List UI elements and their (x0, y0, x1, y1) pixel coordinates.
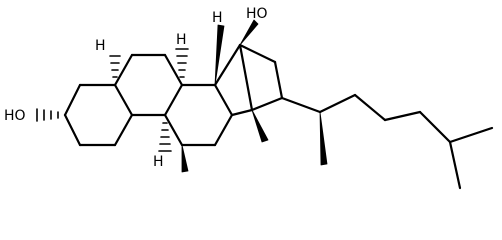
hash-bonds (36, 48, 189, 152)
ring-d (213, 43, 284, 117)
bond (213, 83, 234, 117)
bond (383, 110, 422, 122)
wedge-bonds (181, 19, 328, 173)
bond (113, 113, 134, 147)
hash-bond (36, 108, 59, 122)
hydrogen-label: H (95, 38, 106, 54)
bond (230, 108, 254, 117)
ring-b (113, 53, 184, 117)
bond (280, 96, 322, 114)
bond (163, 53, 184, 87)
hydrogen-label: H (212, 10, 223, 26)
bond (318, 93, 357, 114)
bond (448, 140, 462, 190)
molecule-drawing: HO HO H H H H (4, 6, 494, 190)
bond (418, 110, 452, 144)
bond (163, 83, 184, 117)
hash-bond (109, 55, 121, 78)
wedge-bond (251, 109, 269, 143)
bond (238, 43, 254, 112)
wedge-bond (319, 111, 328, 166)
wedge-bond (239, 19, 259, 46)
bond (448, 126, 494, 144)
hash-bond (175, 48, 189, 78)
bond (63, 113, 82, 147)
bond (113, 83, 134, 117)
bond (163, 113, 184, 147)
bond (63, 83, 82, 117)
hydroxyl-label: HO (246, 6, 268, 22)
ring-c (163, 83, 234, 147)
bond (113, 53, 134, 87)
bond (238, 43, 277, 64)
atom-labels: HO HO H H H H (4, 6, 268, 170)
wedge-bond (214, 24, 225, 86)
hash-bond (158, 122, 172, 152)
side-chain (280, 93, 494, 190)
hydrogen-label: H (176, 32, 187, 48)
structural-formula: HO HO H H H H (4, 6, 494, 190)
ring-a (63, 83, 134, 147)
bond (353, 93, 387, 122)
bond (250, 96, 284, 112)
bond (213, 43, 242, 87)
wedge-bond (181, 144, 189, 173)
hydrogen-label: H (153, 154, 164, 170)
bond (213, 113, 234, 147)
hydroxyl-label: HO (4, 108, 26, 124)
bond (273, 60, 284, 100)
